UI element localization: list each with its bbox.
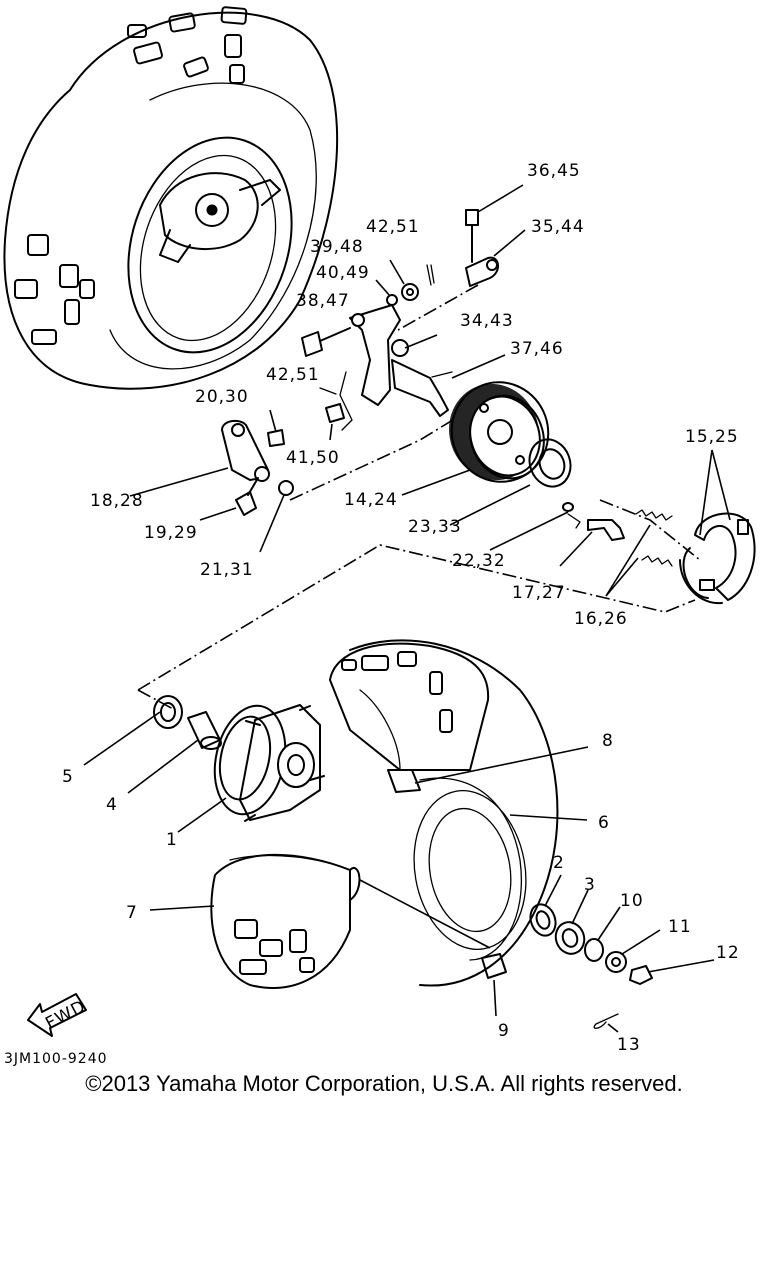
callout-23-33: 23,33 xyxy=(408,517,462,537)
callout-9: 9 xyxy=(498,1021,510,1041)
callout-13: 13 xyxy=(617,1035,641,1055)
callout-20-30: 20,30 xyxy=(195,387,249,407)
callout-6: 6 xyxy=(598,813,610,833)
callout-35-44: 35,44 xyxy=(531,217,585,237)
callout-1: 1 xyxy=(166,830,178,850)
callout-5: 5 xyxy=(62,767,74,787)
exploded-wheel xyxy=(27,639,653,1037)
callout-15-25: 15,25 xyxy=(685,427,739,447)
callout-18-28: 18,28 xyxy=(90,491,144,511)
callout-17-27: 17,27 xyxy=(512,583,566,603)
callout-42-51-mid: 42,51 xyxy=(266,365,320,385)
callout-4: 4 xyxy=(106,795,118,815)
brake-cam-lever xyxy=(221,419,294,516)
brake-panel xyxy=(449,381,625,541)
callout-11: 11 xyxy=(668,917,692,937)
callout-22-32: 22,32 xyxy=(452,551,506,571)
callout-36-45: 36,45 xyxy=(527,161,581,181)
callout-41-50: 41,50 xyxy=(286,448,340,468)
callout-16-26: 16,26 xyxy=(574,609,628,629)
callout-34-43: 34,43 xyxy=(460,311,514,331)
callout-3: 3 xyxy=(584,875,596,895)
callout-37-46: 37,46 xyxy=(510,339,564,359)
brake-shoes xyxy=(635,509,756,605)
callout-12: 12 xyxy=(716,943,740,963)
callout-19-29: 19,29 xyxy=(144,523,198,543)
callout-8: 8 xyxy=(602,731,614,751)
callout-14-24: 14,24 xyxy=(344,490,398,510)
callout-labels: 36,45 35,44 42,51 39,48 40,49 38,47 34,4… xyxy=(4,161,740,1067)
leader-lines xyxy=(83,184,731,1033)
copyright-notice: ©2013 Yamaha Motor Corporation, U.S.A. A… xyxy=(85,1071,683,1096)
drawing-code: 3JM100-9240 xyxy=(4,1051,108,1067)
callout-39-48: 39,48 xyxy=(310,237,364,257)
callout-40-49: 40,49 xyxy=(316,263,370,283)
callout-10: 10 xyxy=(620,891,644,911)
callout-7: 7 xyxy=(126,903,138,923)
steering-knuckle-group xyxy=(301,209,499,431)
callout-21-31: 21,31 xyxy=(200,560,254,580)
callout-42-51-top: 42,51 xyxy=(366,217,420,237)
assembled-wheel xyxy=(3,6,339,390)
callout-38-47: 38,47 xyxy=(296,291,350,311)
callout-2: 2 xyxy=(553,853,565,873)
fwd-label: FWD xyxy=(42,996,89,1034)
